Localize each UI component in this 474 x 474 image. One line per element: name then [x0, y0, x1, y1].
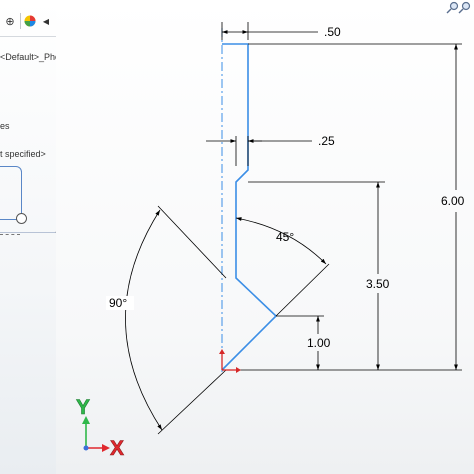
target-icon[interactable]: ⊕ [5, 15, 15, 28]
svg-text:.50: .50 [324, 25, 341, 39]
appearance-icon[interactable] [22, 13, 38, 29]
zoom-search-icon[interactable] [446, 1, 471, 14]
dimension-mid-height[interactable]: 3.50 [366, 182, 390, 370]
triad-y-label: Y [76, 396, 90, 419]
svg-text:.25: .25 [318, 134, 335, 148]
panel-divider [0, 232, 56, 233]
toolbar-separator [20, 13, 21, 29]
svg-text:6.00: 6.00 [441, 194, 465, 208]
extension-lines [157, 22, 462, 435]
dimension-top-width[interactable]: .50 [222, 25, 341, 39]
panel-dashed-line [0, 234, 20, 235]
property-preview-box [0, 166, 22, 220]
material-label[interactable]: t specified> [0, 149, 46, 159]
dimension-shoulder-width[interactable]: .25 [206, 134, 335, 148]
panel-splitter-handle[interactable]: ◦ [55, 230, 56, 238]
svg-text:3.50: 3.50 [366, 277, 390, 291]
origin-icon[interactable] [219, 349, 241, 373]
svg-text:1.00: 1.00 [307, 336, 331, 350]
collapse-right-icon[interactable]: ◀ [42, 16, 50, 26]
dimension-arc-angle[interactable]: 90° [106, 209, 163, 431]
sketch-profile[interactable] [221, 43, 278, 371]
configuration-label: <Default>_Pho [0, 52, 57, 62]
dimension-total-height[interactable]: 6.00 [441, 44, 465, 370]
property-preview-handle[interactable] [16, 213, 27, 224]
svg-text:45°: 45° [276, 230, 294, 244]
dimension-point-height[interactable]: 1.00 [307, 316, 331, 370]
property-manager-panel: ⊕ ◀ <Default>_Pho es t specified> ◦ [0, 0, 57, 474]
svg-text:90°: 90° [109, 296, 127, 310]
panel-toolbar: ⊕ ◀ [0, 8, 56, 37]
reference-triad: Y X [76, 396, 125, 461]
property-item-label: es [0, 121, 10, 131]
triad-x-label: X [110, 437, 124, 460]
dimension-chamfer-angle[interactable]: 45° [235, 217, 327, 265]
